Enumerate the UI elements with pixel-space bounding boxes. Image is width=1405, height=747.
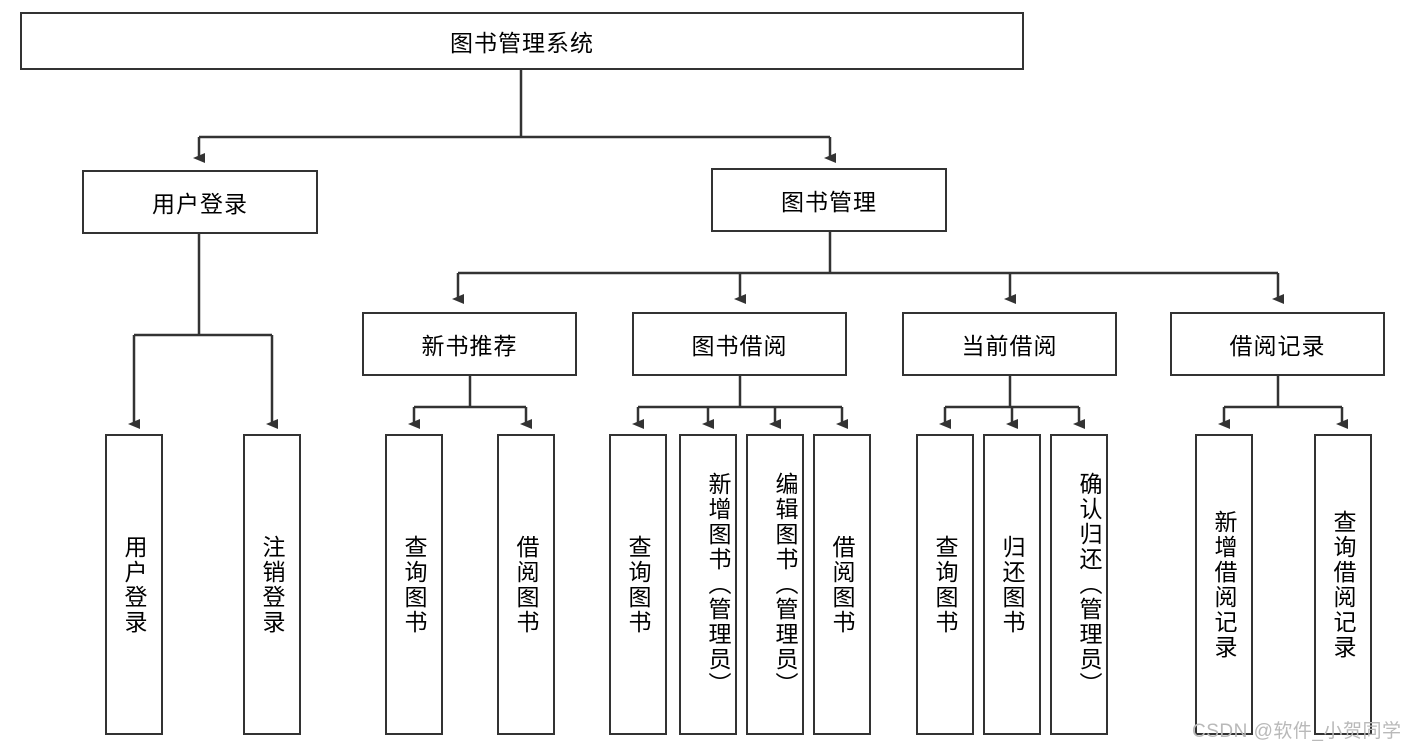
node-label: 确认归还（管理员） — [1076, 472, 1102, 697]
node-label: 借阅记录 — [1229, 333, 1326, 359]
node-new-book-recommend[interactable]: 新书推荐 — [362, 312, 577, 376]
leaf-user-login-login[interactable]: 用户登录 — [105, 434, 163, 735]
node-label: 图书管理 — [781, 189, 877, 215]
leaf-current-borrow-confirm-return[interactable]: 确认归还（管理员） — [1050, 434, 1108, 735]
node-book-management-system[interactable]: 图书管理系统 — [20, 12, 1024, 70]
node-book-borrow[interactable]: 图书借阅 — [632, 312, 847, 376]
node-label: 归还图书 — [999, 534, 1025, 635]
watermark-text: CSDN @软件_小贺同学 — [1192, 721, 1402, 742]
node-label: 当前借阅 — [961, 333, 1058, 359]
node-label: 查询图书 — [625, 534, 651, 635]
node-label: 借阅图书 — [829, 534, 855, 635]
node-label: 新书推荐 — [421, 333, 518, 359]
leaf-current-borrow-return[interactable]: 归还图书 — [983, 434, 1041, 735]
node-label: 查询图书 — [401, 534, 427, 635]
node-label: 图书借阅 — [691, 333, 788, 359]
node-book-management[interactable]: 图书管理 — [711, 168, 947, 232]
node-current-borrow[interactable]: 当前借阅 — [902, 312, 1117, 376]
leaf-borrow-record-query[interactable]: 查询借阅记录 — [1314, 434, 1372, 735]
leaf-user-login-logout[interactable]: 注销登录 — [243, 434, 301, 735]
node-label: 注销登录 — [259, 534, 285, 635]
leaf-borrow-record-add[interactable]: 新增借阅记录 — [1195, 434, 1253, 735]
node-label: 新增借阅记录 — [1211, 509, 1237, 660]
node-label: 图书管理系统 — [450, 30, 594, 56]
leaf-current-borrow-query[interactable]: 查询图书 — [916, 434, 974, 735]
node-label: 查询图书 — [932, 534, 958, 635]
leaf-book-borrow-borrow[interactable]: 借阅图书 — [813, 434, 871, 735]
node-borrow-record[interactable]: 借阅记录 — [1170, 312, 1385, 376]
node-label: 借阅图书 — [513, 534, 539, 635]
leaf-book-borrow-add[interactable]: 新增图书（管理员） — [679, 434, 737, 735]
leaf-new-book-query[interactable]: 查询图书 — [385, 434, 443, 735]
leaf-book-borrow-query[interactable]: 查询图书 — [609, 434, 667, 735]
node-label: 用户登录 — [152, 191, 248, 217]
leaf-book-borrow-edit[interactable]: 编辑图书（管理员） — [746, 434, 804, 735]
leaf-new-book-borrow[interactable]: 借阅图书 — [497, 434, 555, 735]
node-label: 查询借阅记录 — [1330, 509, 1356, 660]
node-label: 编辑图书（管理员） — [772, 472, 798, 697]
node-label: 用户登录 — [121, 534, 147, 635]
node-label: 新增图书（管理员） — [705, 472, 731, 697]
node-user-login[interactable]: 用户登录 — [82, 170, 318, 234]
